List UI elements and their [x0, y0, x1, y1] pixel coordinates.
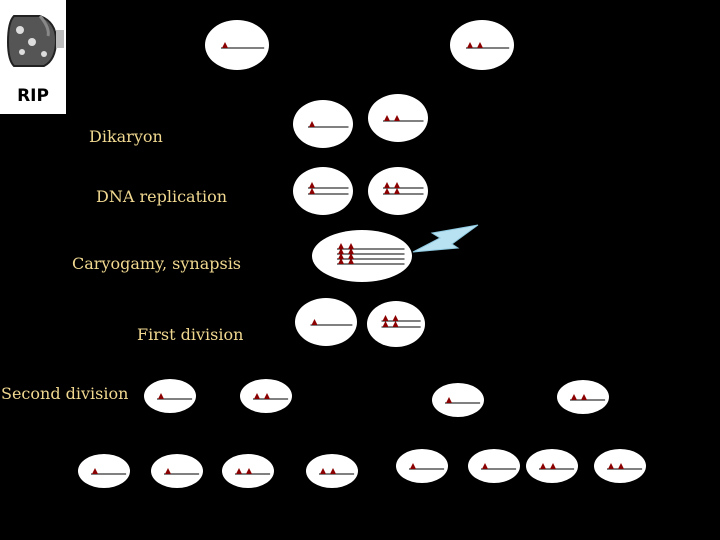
mutation-marker — [581, 394, 587, 400]
mutation-marker — [348, 253, 354, 259]
mutation-marker — [309, 188, 315, 194]
mutation-marker — [410, 463, 416, 469]
mutation-marker — [394, 182, 400, 188]
nucleus-second-division-1 — [144, 379, 196, 413]
nucleus-spores-2 — [151, 454, 203, 488]
mutation-marker — [392, 321, 399, 327]
fungus-icon — [6, 15, 64, 67]
mutation-marker — [320, 468, 326, 474]
nucleus-second-division-3 — [432, 383, 484, 417]
stage-label-first-division: First division — [137, 325, 244, 344]
mutation-marker — [392, 315, 399, 321]
stage-label-dikaryon: Dikaryon — [89, 127, 163, 146]
mutation-marker — [254, 393, 260, 399]
nucleus-spores-1 — [78, 454, 130, 488]
mutation-marker — [338, 253, 344, 259]
nucleus-caryogamy-1 — [312, 230, 412, 282]
mutation-marker — [571, 394, 577, 400]
mutation-marker — [384, 188, 390, 194]
mutation-marker — [482, 463, 488, 469]
stage-label-second-division: Second division — [1, 384, 129, 403]
mutation-marker — [446, 397, 452, 403]
mutation-marker — [165, 468, 171, 474]
mutation-marker — [394, 188, 400, 194]
nucleus-spores-6 — [468, 449, 520, 483]
nucleus-dna-replication-1 — [293, 167, 353, 215]
mutation-marker — [618, 463, 624, 469]
mutation-marker — [348, 248, 354, 254]
nucleus-dikaryon-1 — [293, 100, 353, 148]
mutation-marker — [382, 315, 389, 321]
nucleus-spores-5 — [396, 449, 448, 483]
stage-label-caryogamy: Caryogamy, synapsis — [72, 254, 242, 273]
mutation-marker — [540, 463, 546, 469]
nucleus-parents-2 — [450, 20, 514, 70]
mutation-marker — [382, 321, 389, 327]
mutation-marker — [264, 393, 270, 399]
mutation-marker — [384, 182, 390, 188]
logo-text: RIP — [17, 86, 49, 106]
mutation-marker — [309, 121, 315, 127]
mutation-marker — [311, 319, 318, 325]
mutation-marker — [338, 258, 344, 264]
mutation-marker — [222, 42, 228, 48]
mutation-marker — [477, 42, 483, 48]
mutation-marker — [338, 248, 344, 254]
mutation-marker — [92, 468, 98, 474]
mutation-marker — [550, 463, 556, 469]
mutation-marker — [348, 258, 354, 264]
mutation-marker — [394, 115, 400, 121]
nucleus-first-division-1 — [295, 298, 357, 346]
mutation-marker — [309, 182, 315, 188]
mutation-marker — [236, 468, 242, 474]
mutagen-bolt-icon — [412, 224, 479, 253]
mutation-marker — [467, 42, 473, 48]
mutation-marker — [338, 243, 344, 249]
mutation-marker — [330, 468, 336, 474]
mutation-marker — [384, 115, 390, 121]
mutation-marker — [246, 468, 252, 474]
mutation-marker — [608, 463, 614, 469]
mutation-marker — [158, 393, 164, 399]
rip-logo: RIP — [0, 0, 66, 114]
stage-label-dna-replication: DNA replication — [96, 187, 228, 206]
mutation-marker — [348, 243, 354, 249]
nucleus-parents-1 — [205, 20, 269, 70]
